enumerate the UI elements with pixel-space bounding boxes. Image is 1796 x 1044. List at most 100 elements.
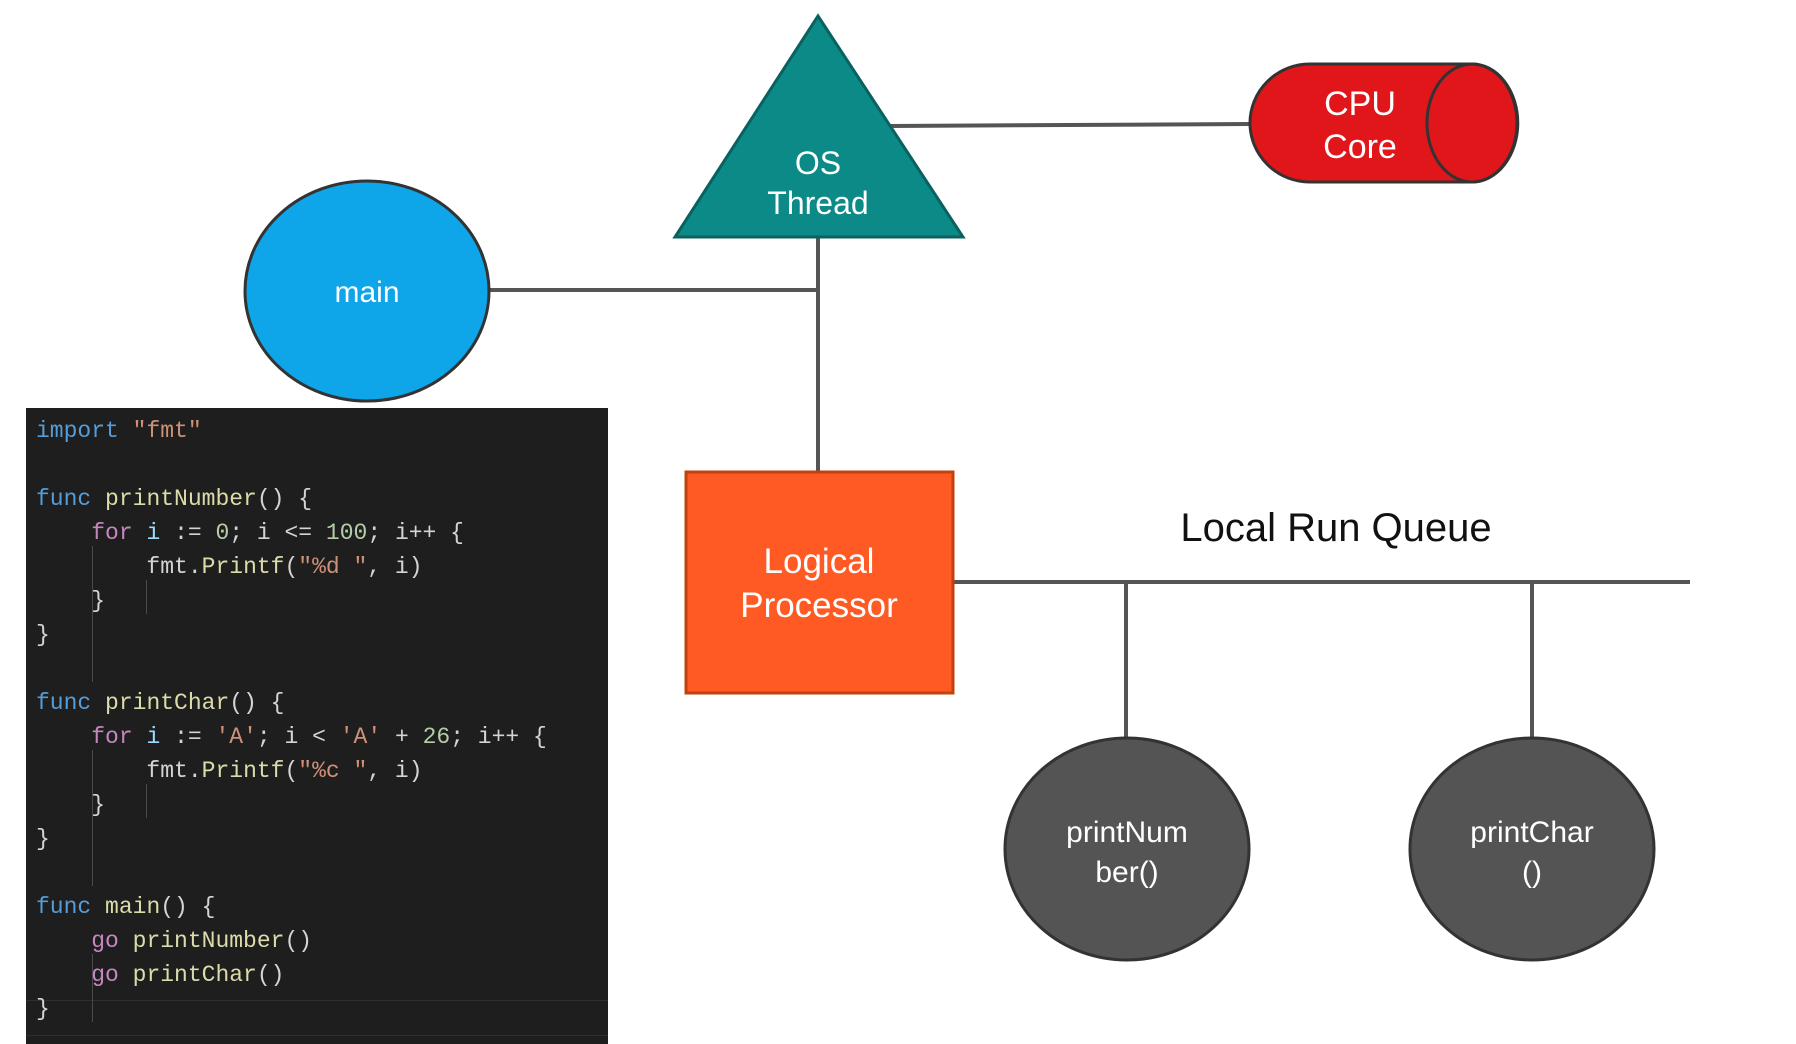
code-token: .: [187, 554, 202, 580]
code-token: [36, 554, 146, 580]
code-token: }: [36, 588, 106, 614]
connector-lines: [490, 122, 1690, 738]
code-token: main: [105, 894, 161, 920]
main-goroutine-node: main: [243, 179, 491, 403]
code-token: [36, 758, 146, 784]
code-token: {: [201, 894, 216, 920]
code-token: ; i++ {: [450, 724, 547, 750]
code-token: () {: [229, 690, 285, 716]
printchar-goroutine-node: printChar (): [1408, 736, 1656, 962]
cpu-core-label-line-2: Core: [1323, 128, 1397, 166]
code-token: "%c ": [298, 758, 368, 784]
indent-guide: [92, 546, 93, 682]
line-thread-to-cpu: [889, 122, 1251, 128]
code-line: for i := 'A'; i < 'A' + 26; i++ {: [36, 720, 547, 754]
code-token: [36, 962, 91, 988]
code-line: }: [36, 992, 50, 1026]
code-token: [36, 724, 91, 750]
indent-guide: [146, 580, 147, 614]
code-token: [91, 486, 105, 512]
code-token: "%d ": [298, 554, 368, 580]
code-token: fmt: [146, 758, 188, 784]
indent-guide: [92, 954, 93, 1022]
code-token: ; i++ {: [367, 520, 464, 546]
code-token: for: [91, 724, 133, 750]
code-token: .: [187, 758, 202, 784]
printnumber-goroutine-node: printNum ber(): [1003, 736, 1251, 962]
code-line: }: [36, 584, 105, 618]
code-token: [119, 928, 133, 954]
code-token: :=: [160, 724, 216, 750]
code-token: +: [381, 724, 423, 750]
code-token: Printf: [201, 554, 285, 580]
code-token: () {: [256, 486, 313, 512]
code-token: }: [36, 996, 50, 1022]
logical-processor-label-line-1: Logical: [764, 542, 875, 581]
printchar-label-line-1: printChar: [1470, 816, 1593, 849]
cpu-core-label-line-1: CPU: [1324, 85, 1396, 123]
code-token: [91, 690, 105, 716]
code-token: [133, 520, 147, 546]
logical-processor-label-line-2: Processor: [740, 586, 898, 625]
os-thread-label-line-2: Thread: [767, 185, 868, 221]
code-token: (: [284, 758, 299, 784]
code-token: }: [36, 622, 50, 648]
os-thread-label-line-1: OS: [795, 145, 841, 181]
code-token: 26: [422, 724, 451, 750]
code-line: go printChar(): [36, 958, 284, 992]
code-token: }: [36, 826, 50, 852]
code-token: fmt: [146, 418, 188, 444]
code-token: printNumber: [132, 928, 285, 954]
code-token: [119, 418, 133, 444]
code-token: (: [284, 554, 299, 580]
code-token: [91, 894, 105, 920]
code-token: ; i <=: [229, 520, 326, 546]
code-token: printChar: [132, 962, 257, 988]
code-token: 100: [325, 520, 368, 546]
code-token: [36, 928, 91, 954]
code-token: [133, 724, 147, 750]
code-line: import "fmt": [36, 414, 202, 448]
code-token: fmt: [146, 554, 188, 580]
code-token: for: [91, 520, 133, 546]
code-line: for i := 0; i <= 100; i++ {: [36, 516, 464, 550]
code-token: (): [284, 928, 313, 954]
code-token: 'A': [339, 724, 382, 750]
indent-guide: [146, 784, 147, 818]
code-line: }: [36, 822, 50, 856]
code-token: import: [36, 418, 119, 444]
code-line: go printNumber(): [36, 924, 312, 958]
code-line: func printNumber() {: [36, 482, 312, 516]
code-token: Printf: [201, 758, 285, 784]
code-token: ": [187, 418, 202, 444]
code-token: :=: [160, 520, 216, 546]
logical-processor-node: Logical Processor: [684, 470, 955, 695]
code-token: [119, 962, 133, 988]
code-editor-panel: import "fmt"func printNumber() { for i :…: [26, 408, 608, 1044]
current-line-highlight: [26, 1000, 608, 1036]
code-token: func: [36, 486, 92, 512]
printchar-label-line-2: (): [1522, 856, 1542, 889]
code-token: ; i <: [256, 724, 340, 750]
code-token: }: [36, 792, 106, 818]
code-line: }: [36, 788, 105, 822]
local-run-queue-label: Local Run Queue: [1180, 506, 1491, 550]
code-token: , i): [367, 758, 423, 784]
main-label: main: [334, 276, 399, 309]
code-token: go: [91, 962, 119, 988]
os-thread-node: OS Thread: [672, 13, 966, 239]
code-token: i: [146, 724, 161, 750]
code-token: 'A': [215, 724, 257, 750]
code-token: 0: [215, 520, 230, 546]
indent-guide: [92, 750, 93, 886]
code-line: fmt.Printf("%d ", i): [36, 550, 422, 584]
code-token: [36, 520, 91, 546]
code-token: (): [160, 894, 202, 920]
code-line: func printChar() {: [36, 686, 284, 720]
code-token: printNumber: [105, 486, 257, 512]
code-token: (): [256, 962, 285, 988]
code-line: func main() {: [36, 890, 215, 924]
code-line: }: [36, 618, 50, 652]
code-token: func: [36, 894, 92, 920]
